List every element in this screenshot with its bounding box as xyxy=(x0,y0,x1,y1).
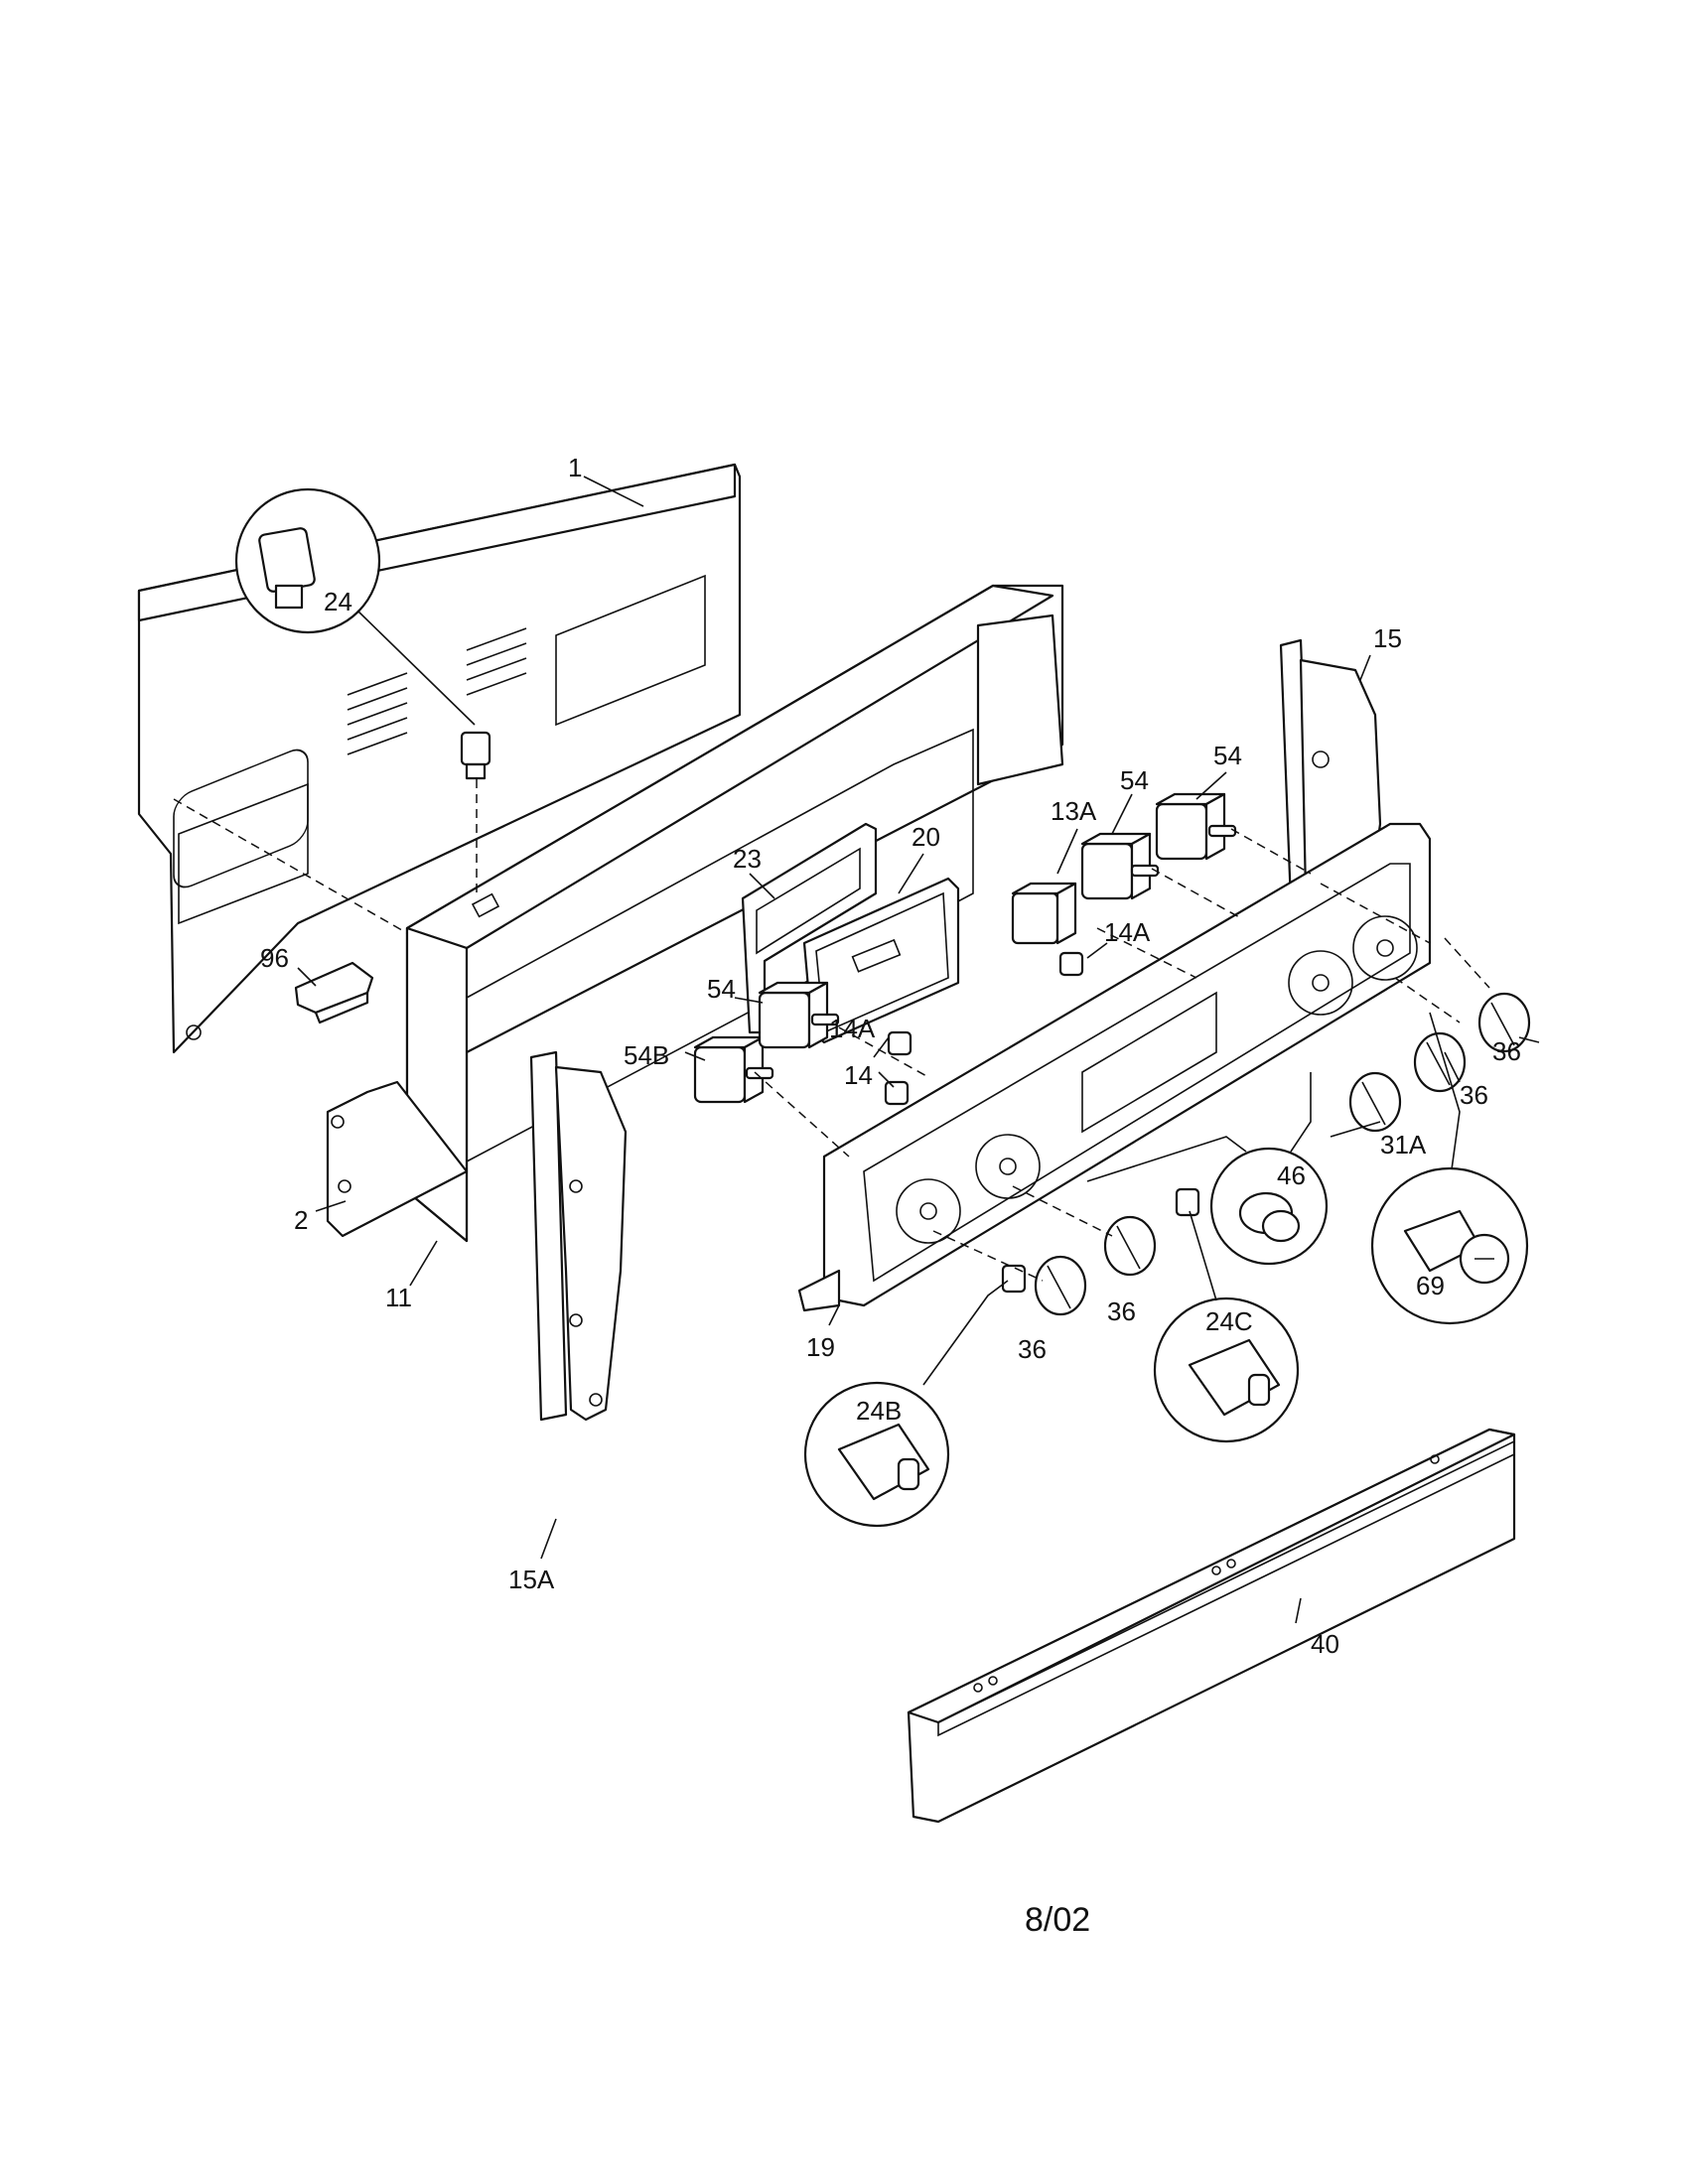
trim-part-40 xyxy=(907,1428,1516,1824)
side-bracket-part-15A xyxy=(529,1050,628,1422)
label-part-36-c: 36 xyxy=(1460,1080,1488,1110)
label-part-40: 40 xyxy=(1311,1629,1339,1659)
label-part-54-right: 54 xyxy=(1213,741,1242,770)
rocker-switch-part-24C-installed xyxy=(1175,1187,1200,1217)
control-panel-part-19 xyxy=(797,822,1432,1312)
label-part-14A-upper: 14A xyxy=(1104,917,1151,947)
label-part-15A: 15A xyxy=(508,1565,555,1594)
infinite-switch-part-54-middle xyxy=(1080,832,1160,900)
label-part-14: 14 xyxy=(844,1060,873,1090)
knob-part-36-a xyxy=(1034,1255,1087,1316)
callout-circle-69 xyxy=(1370,1166,1529,1325)
label-part-54-left: 54 xyxy=(707,974,736,1004)
bracket-part-2 xyxy=(326,1080,469,1238)
leader-lines xyxy=(297,476,1540,1624)
knob-part-36-d xyxy=(1477,992,1531,1053)
label-part-96: 96 xyxy=(260,943,289,973)
rocker-switch-part-24B-installed xyxy=(1001,1264,1027,1294)
indicator-light-part-14A-upper xyxy=(1058,951,1084,977)
knob-part-36-c xyxy=(1413,1031,1467,1093)
label-part-14A-lower: 14A xyxy=(829,1014,876,1043)
label-part-46: 46 xyxy=(1277,1160,1306,1190)
rocker-switch-part-24-installed xyxy=(460,731,491,780)
indicator-light-part-14 xyxy=(884,1080,910,1106)
surface-element-knob-seat-3 xyxy=(1288,950,1353,1016)
label-part-24B: 24B xyxy=(856,1396,902,1426)
part-labels: 1 24 96 2 11 15A 23 20 13A 54 54 15 14A … xyxy=(260,453,1521,1659)
label-part-1: 1 xyxy=(568,453,582,482)
surface-element-knob-seat-4 xyxy=(1352,915,1418,981)
label-part-23: 23 xyxy=(733,844,762,874)
infinite-switch-part-54-right xyxy=(1155,792,1237,861)
label-part-24: 24 xyxy=(324,587,352,616)
label-part-36-d: 36 xyxy=(1492,1036,1521,1066)
surface-element-knob-seat-1 xyxy=(896,1178,961,1244)
surface-element-knob-seat-2 xyxy=(975,1134,1041,1199)
label-part-13A: 13A xyxy=(1051,796,1097,826)
knob-part-36-b xyxy=(1103,1215,1157,1277)
label-part-36-a: 36 xyxy=(1018,1334,1047,1364)
label-part-11: 11 xyxy=(385,1283,412,1312)
date-code: 8/02 xyxy=(1025,1901,1090,1939)
label-part-54-middle: 54 xyxy=(1120,765,1149,795)
label-part-19: 19 xyxy=(806,1332,835,1362)
infinite-switch-part-54-left xyxy=(758,981,840,1049)
terminal-block-part-96 xyxy=(294,961,374,1024)
label-part-69: 69 xyxy=(1416,1271,1445,1300)
switch-part-13A xyxy=(1011,882,1077,945)
display-bezel-part-23 xyxy=(741,822,878,1034)
label-part-54B: 54B xyxy=(624,1040,669,1070)
label-part-2: 2 xyxy=(294,1205,308,1235)
callout-circle-24 xyxy=(234,487,381,634)
label-part-24C: 24C xyxy=(1205,1306,1253,1336)
label-part-20: 20 xyxy=(912,822,940,852)
indicator-light-part-14A-lower xyxy=(887,1030,912,1056)
callout-circle-46 xyxy=(1209,1147,1329,1266)
infinite-switch-part-54B xyxy=(693,1035,774,1104)
alignment-lines xyxy=(173,779,1490,1282)
label-part-36-b: 36 xyxy=(1107,1297,1136,1326)
callout-circle-24B xyxy=(803,1381,950,1528)
callout-circle-24C xyxy=(1153,1297,1300,1443)
knob-part-31A xyxy=(1348,1071,1402,1133)
label-part-15: 15 xyxy=(1373,623,1402,653)
label-part-31A: 31A xyxy=(1380,1130,1427,1160)
